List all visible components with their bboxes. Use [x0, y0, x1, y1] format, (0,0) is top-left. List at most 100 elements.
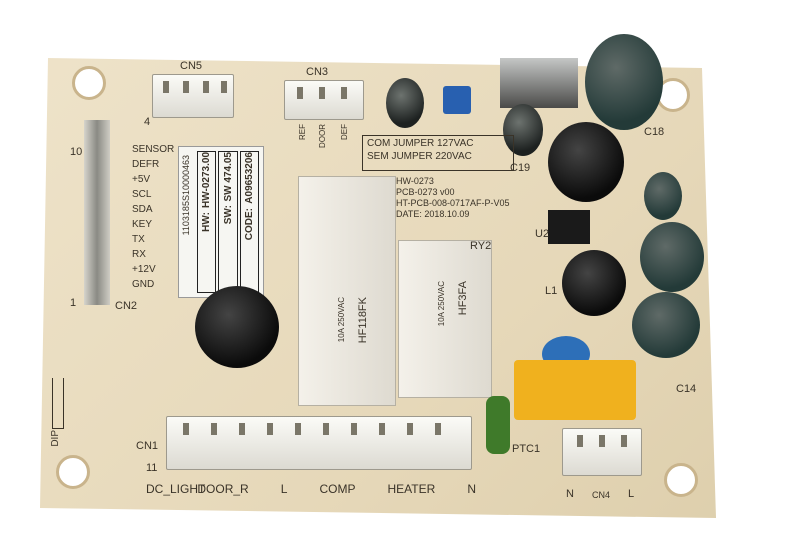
board-info-line: HT-PCB-008-0717AF-P-V05	[396, 198, 510, 208]
n-label: N	[467, 482, 476, 496]
pin-10-label: 10	[70, 146, 83, 158]
trimmer-potentiometer	[443, 86, 471, 114]
capacitor-c19	[503, 104, 543, 156]
chip-u2	[548, 210, 590, 244]
sticker-row: SW 474.05 SW:	[218, 151, 238, 293]
mounting-hole	[72, 66, 106, 100]
mounting-hole	[664, 463, 698, 497]
inductor-l1	[562, 250, 626, 316]
relay-spec: 10A 250VAC	[437, 281, 446, 327]
capacitor-c18	[585, 34, 663, 130]
connector-pin	[351, 423, 357, 435]
board-info-line: PCB-0273 v00	[396, 187, 455, 197]
sw-key: SW:	[222, 205, 234, 225]
connector-pin	[211, 423, 217, 435]
relay-2: HF3FA 10A 250VAC	[398, 240, 492, 398]
sticker-row: A09653206 CODE:	[239, 151, 259, 293]
c18-label: C18	[644, 126, 665, 138]
connector-pin	[435, 423, 441, 435]
connector-cn5	[152, 74, 234, 118]
mounting-hole	[56, 455, 90, 489]
serial-number: 1103185S10000463	[181, 155, 191, 236]
electrolytic-capacitor	[386, 78, 424, 128]
board-info-line: DATE: 2018.10.09	[396, 209, 470, 219]
connector-pin	[577, 435, 583, 447]
connector-pin	[183, 423, 189, 435]
connector-cn4	[562, 428, 642, 476]
up-arrow-icon	[52, 378, 64, 429]
connector-cn3	[284, 80, 364, 120]
sticker-table: A09653206 CODE: SW 474.05 SW: HW-0273.00…	[197, 151, 259, 293]
cn2-label: CN2	[115, 300, 138, 312]
electrolytic-capacitor	[632, 292, 700, 358]
code-value: A09653206	[243, 152, 255, 204]
relay-spec: 10A 250VAC	[337, 297, 346, 343]
electrolytic-capacitor	[640, 222, 704, 292]
comp-label: COMP	[319, 482, 356, 496]
c14-label: C14	[676, 383, 697, 395]
cn5-label: CN5	[180, 60, 203, 72]
hw-value: HW-0273.00	[201, 152, 213, 208]
connector-pin	[267, 423, 273, 435]
relay-model: HF3FA	[457, 281, 469, 316]
connector-pin	[203, 81, 209, 93]
connector-pin	[163, 81, 169, 93]
sticker-label: 1103185S10000463 A09653206 CODE: SW 474.…	[178, 146, 264, 298]
buzzer	[195, 286, 279, 368]
hw-key: HW:	[201, 211, 213, 232]
ry2-label: RY2	[470, 240, 492, 252]
pin-label: TX	[132, 234, 145, 245]
jumper-220-label: SEM JUMPER 220VAC	[367, 151, 472, 162]
cn4-l-label: L	[628, 488, 635, 500]
connector-pin	[239, 423, 245, 435]
relay-1: HF118FK 10A 250VAC	[298, 176, 396, 406]
l-label: L	[280, 482, 288, 496]
dc-light-label: DC_LIGHT	[146, 482, 206, 496]
door-r-label: DOOR_R	[197, 482, 249, 496]
pin-label: GND	[132, 279, 155, 290]
pin-label: +5V	[132, 174, 151, 185]
dip-label: DIP	[50, 430, 61, 447]
code-key: CODE:	[243, 207, 255, 240]
jumper-127-label: COM JUMPER 127VAC	[367, 138, 474, 149]
connector-pin	[319, 87, 325, 99]
connector-pin	[323, 423, 329, 435]
connector-pin	[341, 87, 347, 99]
pin-label: DEFR	[132, 159, 160, 170]
connector-pin	[407, 423, 413, 435]
relay-model: HF118FK	[357, 297, 369, 344]
connector-pin	[295, 423, 301, 435]
connector-cn1	[166, 416, 472, 470]
cn1-label: CN1	[136, 440, 159, 452]
pin-label: RX	[132, 249, 146, 260]
l1-label: L1	[545, 285, 558, 297]
pin-label: SCL	[132, 189, 152, 200]
pin-label: SDA	[132, 204, 153, 215]
ptc1-label: PTC1	[512, 443, 541, 455]
voltage-regulator	[500, 58, 578, 108]
pin-label: KEY	[132, 219, 153, 230]
board-info: HW-0273 PCB-0273 v00 HT-PCB-008-0717AF-P…	[396, 176, 510, 220]
heater-label: HEATER	[387, 482, 436, 496]
connector-pin	[599, 435, 605, 447]
pin-4-label: 4	[144, 116, 151, 128]
cn4-n-label: N	[566, 488, 574, 500]
cn2-pin-labels: SENSOR DEFR +5V SCL SDA KEY TX RX +12V G…	[132, 142, 174, 292]
cn3-label: CN3	[306, 66, 329, 78]
jumper-box: COM JUMPER 127VAC SEM JUMPER 220VAC	[362, 135, 514, 171]
pin-11-label: 11	[146, 462, 158, 474]
cn1-pin-labels: DC_LIGHT DOOR_R L COMP HEATER N	[146, 482, 476, 496]
pin-label: +12V	[132, 264, 156, 275]
inductor	[548, 122, 624, 202]
u2-label: U2	[535, 228, 550, 240]
cn3-pin-label: REF	[298, 124, 307, 140]
sticker-row: HW-0273.00 HW:	[197, 151, 217, 293]
connector-pin	[221, 81, 227, 93]
connector-pin	[379, 423, 385, 435]
pin-label: SENSOR	[132, 144, 175, 155]
cn3-pin-label: DOOR	[318, 124, 327, 148]
film-capacitor	[514, 360, 636, 420]
electrolytic-capacitor	[644, 172, 682, 220]
sw-value: SW 474.05	[222, 152, 234, 202]
